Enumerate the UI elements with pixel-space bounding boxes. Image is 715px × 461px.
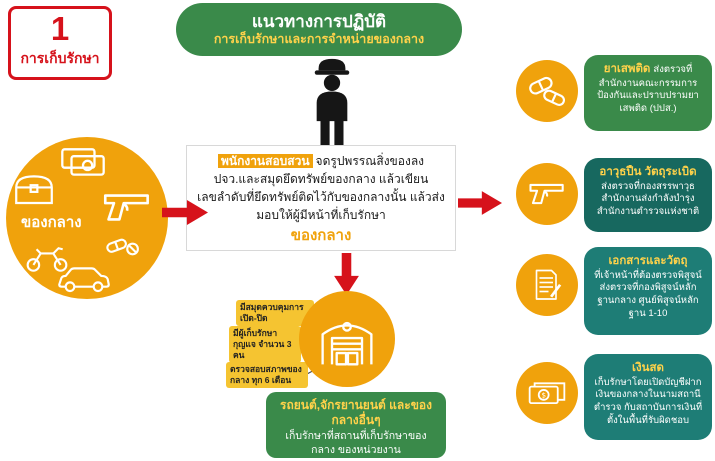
arrow-process-to-warehouse-icon [334, 253, 359, 295]
money-icon: $ [528, 382, 566, 404]
warehouse-icon [321, 321, 373, 366]
title-sub: การเก็บรักษาและการจำหน่ายของกลาง [213, 32, 425, 47]
firearms-box: อาวุธปืน วัตถุระเบิดส่งตรวจที่กองสรรพาวุ… [584, 158, 712, 232]
vehicle-box-title: รถยนต์,จักรยานยนต์ และของกลางอื่นๆ [280, 398, 432, 427]
evidence-circle: ของกลาง [6, 137, 168, 299]
narcotics-icon-circle [516, 60, 578, 122]
pills-icon [106, 238, 139, 256]
gun-icon [529, 183, 564, 205]
step-label: การเก็บรักษา [20, 49, 100, 66]
documents-icon-circle [516, 254, 578, 316]
pills-icon [529, 76, 566, 106]
money-icon [61, 148, 105, 176]
narcotics-box: ยาเสพติดส่งตรวจที่ สำนักงานคณะกรรมการป้อ… [584, 55, 712, 131]
narcotics-title: ยาเสพติด [603, 63, 651, 75]
vehicle-storage-box: รถยนต์,จักรยานยนต์ และของกลางอื่นๆ เก็บร… [266, 392, 446, 458]
firearms-text: ส่งตรวจที่กองสรรพาวุธ สำนักงานส่งกำลังบำ… [596, 180, 700, 218]
process-text: จดรูปพรรณสิ่งของลง ปจว.และสมุดยึดทรัพย์ข… [197, 154, 445, 222]
narcotics-text: ส่งตรวจที่ สำนักงานคณะกรรมการป้องกันและป… [597, 64, 699, 115]
police-officer-icon [314, 58, 350, 148]
cash-box: เงินสดเก็บรักษาโดยเปิดบัญชีฝากเงินของกลา… [584, 354, 712, 440]
storage-note-inspection: ตรวจสอบสภาพของกลาง ทุก 6 เดือน [226, 362, 308, 389]
cash-title: เงินสด [632, 362, 664, 374]
arrow-evidence-to-process-icon [162, 200, 208, 225]
step-number: 1 [50, 10, 70, 47]
process-actor: พนักงานสอบสวน [217, 154, 313, 168]
car-icon [58, 267, 110, 293]
documents-title: เอกสารและวัตถุ [608, 255, 688, 267]
documents-box: เอกสารและวัตถุที่เจ้าหน้าที่ต้องตรวจพิสู… [584, 247, 712, 335]
process-description: พนักงานสอบสวนจดรูปพรรณสิ่งของลง ปจว.และส… [186, 145, 456, 251]
svg-text:$: $ [541, 391, 546, 400]
warehouse-circle [299, 291, 395, 387]
cash-text: เก็บรักษาโดยเปิดบัญชีฝากเงินของกลางในนาม… [593, 376, 703, 426]
vehicle-box-text: เก็บรักษาที่สถานที่เก็บรักษาของกลาง ของห… [285, 430, 427, 456]
cash-icon-circle: $ [516, 362, 578, 424]
document-icon [535, 269, 562, 301]
step-badge: 1 การเก็บรักษา [8, 6, 112, 80]
treasure-chest-icon [15, 175, 53, 205]
storage-note-keyholders: มีผู้เก็บรักษากุญแจ จำนวน 3 คน [229, 326, 301, 364]
process-emphasis: ของกลาง [290, 227, 352, 244]
motorcycle-icon [26, 247, 68, 272]
page-title: แนวทางการปฏิบัติ การเก็บรักษาและการจำหน่… [176, 3, 462, 56]
evidence-label: ของกลาง [21, 214, 82, 231]
title-main: แนวทางการปฏิบัติ [251, 12, 387, 32]
firearms-title: อาวุธปืน วัตถุระเบิด [599, 166, 697, 178]
arrow-process-to-right-icon [458, 191, 502, 215]
firearms-icon-circle [516, 163, 578, 225]
gun-icon [103, 194, 149, 221]
documents-text: ที่เจ้าหน้าที่ต้องตรวจพิสูจน์ ส่งตรวจที่… [594, 269, 702, 319]
